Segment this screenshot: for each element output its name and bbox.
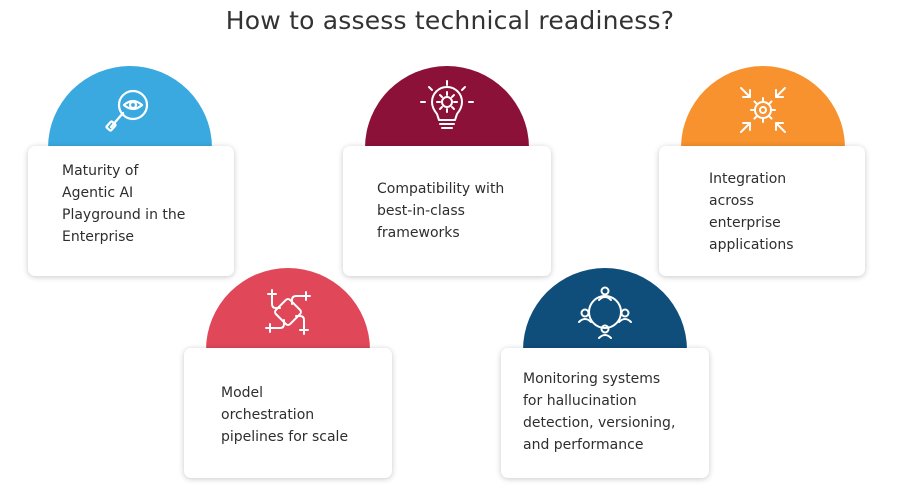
page-title: How to assess technical readiness? — [225, 6, 675, 35]
card-label: Compatibility with best-in-class framewo… — [377, 181, 505, 241]
card-body — [184, 348, 392, 478]
hands-collaboration-icon — [256, 280, 320, 344]
gear-arrows-icon — [731, 78, 795, 142]
readiness-card-monitoring: Monitoring systems for hallucination det… — [501, 268, 711, 480]
card-body — [501, 348, 709, 478]
readiness-card-compatibility: Compatibility with best-in-class framewo… — [343, 66, 553, 278]
lightbulb-gear-icon — [415, 78, 479, 142]
card-label: Model orchestration pipelines for scale — [221, 385, 349, 445]
card-body — [659, 146, 865, 276]
eye-magnifier-icon — [98, 78, 162, 142]
card-label: Maturity of Agentic AI Playground in the… — [62, 163, 186, 245]
card-label: Integration across enterprise applicatio… — [709, 171, 794, 253]
network-people-icon — [573, 280, 637, 344]
card-body — [343, 146, 551, 276]
readiness-card-orchestration: Model orchestration pipelines for scale — [184, 268, 394, 480]
readiness-card-maturity: Maturity of Agentic AI Playground in the… — [28, 66, 236, 278]
card-body — [28, 146, 234, 276]
card-label: Monitoring systems for hallucination det… — [523, 371, 676, 453]
readiness-card-integration: Integration across enterprise applicatio… — [659, 66, 869, 278]
